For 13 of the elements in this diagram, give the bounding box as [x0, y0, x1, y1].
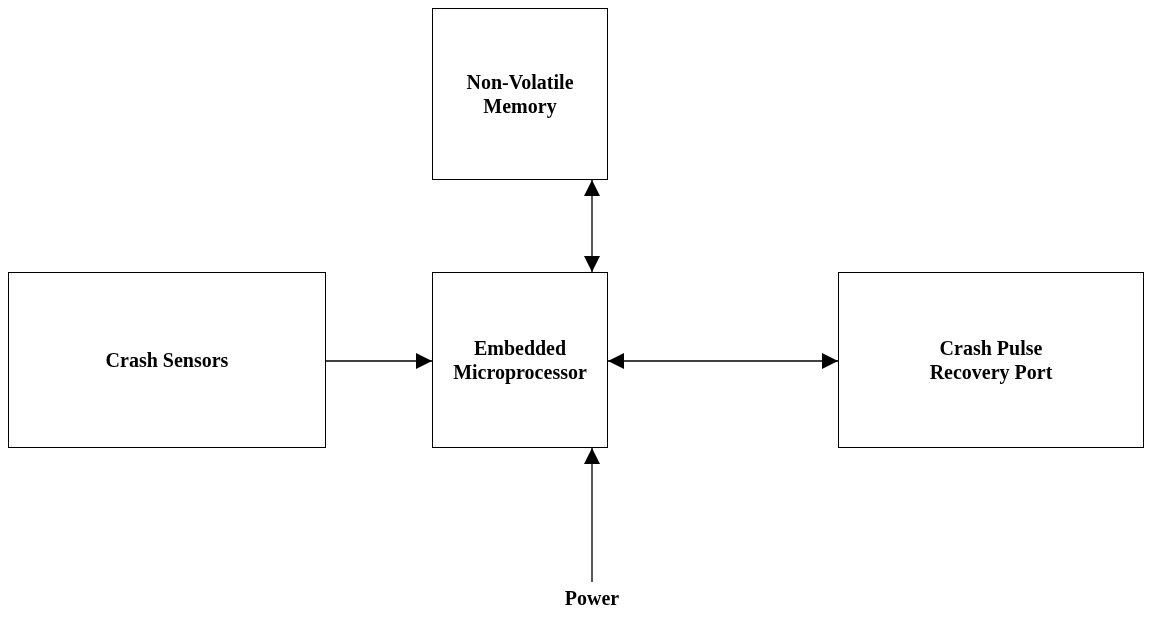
block-box	[432, 272, 608, 448]
block-box	[432, 8, 608, 180]
block-label: Non-Volatile Memory	[465, 70, 575, 118]
block-box	[838, 272, 1144, 448]
block-label: Embedded Microprocessor	[452, 336, 588, 384]
arrow	[607, 353, 839, 369]
block-label: Crash Pulse Recovery Port	[928, 336, 1054, 384]
arrow	[325, 353, 433, 369]
block-box	[8, 272, 326, 448]
arrow	[584, 179, 600, 273]
block-label: Crash Sensors	[105, 348, 229, 372]
block-label: Power	[564, 586, 620, 610]
arrow	[584, 447, 600, 583]
